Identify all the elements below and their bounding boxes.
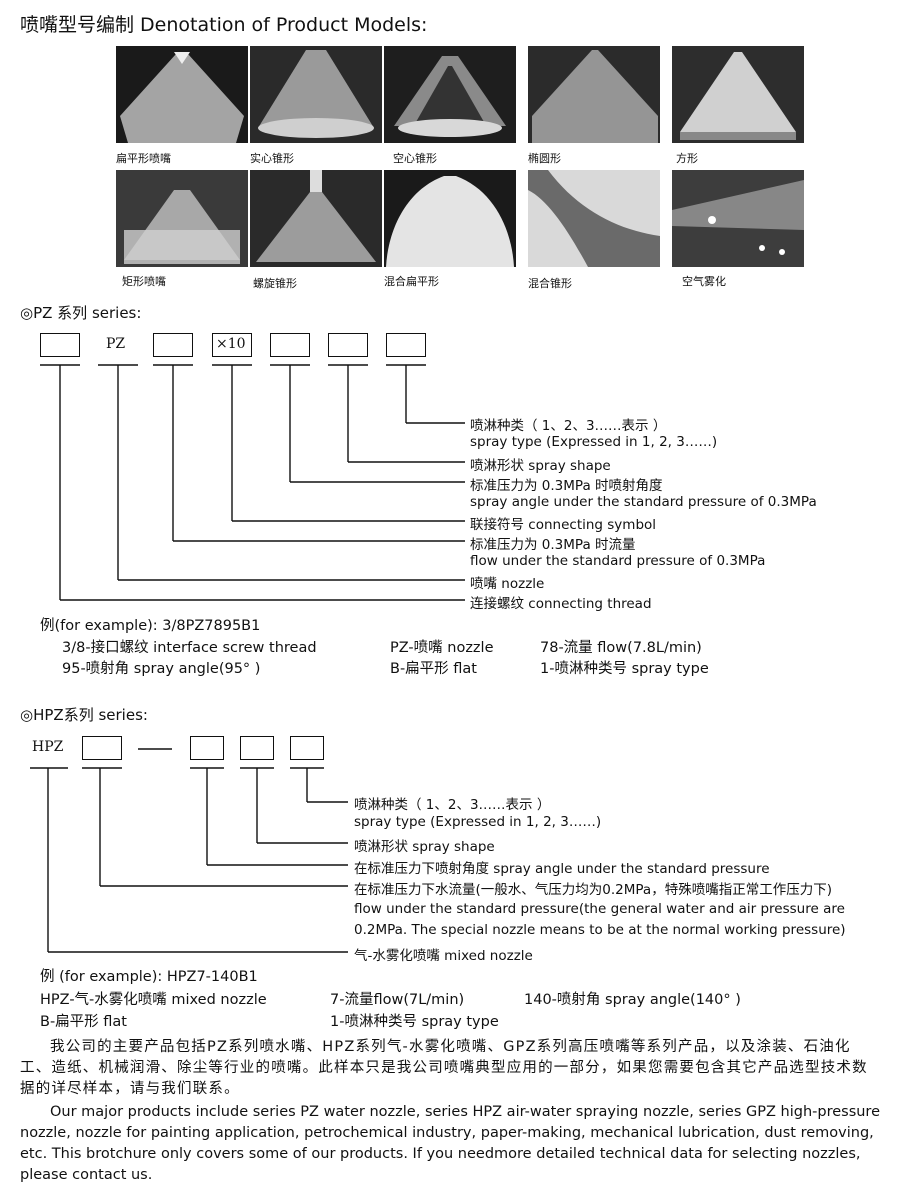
photo-caption: 椭圆形 (528, 152, 561, 165)
company-intro-en: Our major products include series PZ wat… (20, 1104, 880, 1183)
x10-label: ×10 (216, 336, 246, 352)
pz-example-item: PZ-喷嘴 nozzle (390, 640, 494, 656)
pz-thread-box (40, 333, 80, 357)
hpz-example-title: 例 (for example): HPZ7-140B1 (40, 969, 258, 985)
hollow-cone-photo (384, 46, 516, 143)
hpz-desc-spray-type-en: spray type (Expressed in 1, 2, 3……) (354, 814, 602, 830)
page-title: 喷嘴型号编制 Denotation of Product Models: (20, 14, 428, 36)
hpz-example-item: 1-喷淋种类号 spray type (330, 1014, 499, 1030)
mixed-flat-photo (384, 170, 516, 267)
pz-shape-box (328, 333, 368, 357)
hpz-desc-spray-type-cn: 喷淋种类（ 1、2、3……表示 ） (354, 797, 551, 813)
photo-caption: 混合锥形 (528, 277, 572, 290)
hpz-example-item: HPZ-气-水雾化喷嘴 mixed nozzle (40, 992, 267, 1008)
pz-example-item: 78-流量 flow(7.8L/min) (540, 640, 702, 656)
pz-desc-spray-type-en: spray type (Expressed in 1, 2, 3……) (470, 434, 718, 450)
hpz-desc-mixed-nozzle: 气-水雾化喷嘴 mixed nozzle (354, 948, 533, 964)
pz-example-title: 例(for example): 3/8PZ7895B1 (40, 618, 261, 634)
rectangular-spray-photo (116, 170, 248, 267)
hpz-label: HPZ (32, 739, 64, 755)
photo-caption: 扁平形喷嘴 (116, 152, 171, 165)
hpz-series-heading: ◎HPZ系列 series: (20, 706, 148, 724)
pz-series-heading: ◎PZ 系列 series: (20, 304, 142, 322)
hpz-angle-box (190, 736, 224, 760)
pz-example-item: 1-喷淋种类号 spray type (540, 661, 709, 677)
pz-example-item: 3/8-接口螺纹 interface screw thread (62, 640, 317, 656)
pz-desc-angle-en: spray angle under the standard pressure … (470, 494, 817, 510)
hpz-desc-flow-cn: 在标准压力下水流量(一般水、气压力均为0.2MPa，特殊喷嘴指正常工作压力下) (354, 882, 832, 898)
pz-example-item: B-扁平形 flat (390, 661, 477, 677)
hpz-flow-box (82, 736, 122, 760)
hpz-example-item: 140-喷射角 spray angle(140° ) (524, 992, 741, 1008)
square-spray-photo (672, 46, 804, 143)
air-atomizing-photo (672, 170, 804, 267)
photo-caption: 矩形喷嘴 (122, 275, 166, 288)
pz-x10-box (212, 333, 252, 357)
pz-desc-spray-shape: 喷淋形状 spray shape (470, 458, 611, 474)
photo-caption: 空心锥形 (393, 152, 437, 165)
pz-example-item: 95-喷射角 spray angle(95° ) (62, 661, 261, 677)
spiral-cone-photo (250, 170, 382, 267)
hpz-example-item: B-扁平形 flat (40, 1014, 127, 1030)
flat-spray-photo (116, 46, 248, 143)
photo-caption: 方形 (676, 152, 698, 165)
hpz-shape-box (240, 736, 274, 760)
mixed-cone-photo (528, 170, 660, 267)
pz-desc-flow-en: flow under the standard pressure of 0.3M… (470, 553, 766, 569)
oval-spray-photo (528, 46, 660, 143)
hpz-desc-angle: 在标准压力下喷射角度 spray angle under the standar… (354, 861, 770, 877)
pz-desc-angle-cn: 标准压力为 0.3MPa 时喷射角度 (470, 478, 663, 494)
photo-caption: 混合扁平形 (384, 275, 439, 288)
hpz-desc-flow-en-2: 0.2MPa. The special nozzle means to be a… (354, 922, 846, 938)
pz-type-box (386, 333, 426, 357)
hpz-type-box (290, 736, 324, 760)
hpz-desc-flow-en-1: flow under the standard pressure(the gen… (354, 901, 845, 917)
pz-angle-box (270, 333, 310, 357)
photo-caption: 空气雾化 (682, 275, 726, 288)
pz-flow-box (153, 333, 193, 357)
photo-caption: 螺旋锥形 (253, 277, 297, 290)
photo-caption: 实心锥形 (250, 152, 294, 165)
hpz-desc-spray-shape: 喷淋形状 spray shape (354, 839, 495, 855)
company-intro-cn: 我公司的主要产品包括PZ系列喷水嘴、HPZ系列气-水雾化喷嘴、GPZ系列高压喷嘴… (20, 1039, 868, 1097)
pz-label: PZ (106, 336, 126, 352)
pz-desc-connecting-symbol: 联接符号 connecting symbol (470, 517, 657, 533)
pz-desc-nozzle: 喷嘴 nozzle (470, 576, 545, 592)
hpz-example-item: 7-流量flow(7L/min) (330, 992, 465, 1008)
pz-desc-thread: 连接螺纹 connecting thread (470, 596, 652, 612)
pz-desc-flow-cn: 标准压力为 0.3MPa 时流量 (470, 537, 636, 553)
full-cone-photo (250, 46, 382, 143)
pz-desc-spray-type-cn: 喷淋种类（ 1、2、3……表示 ） (470, 418, 667, 434)
